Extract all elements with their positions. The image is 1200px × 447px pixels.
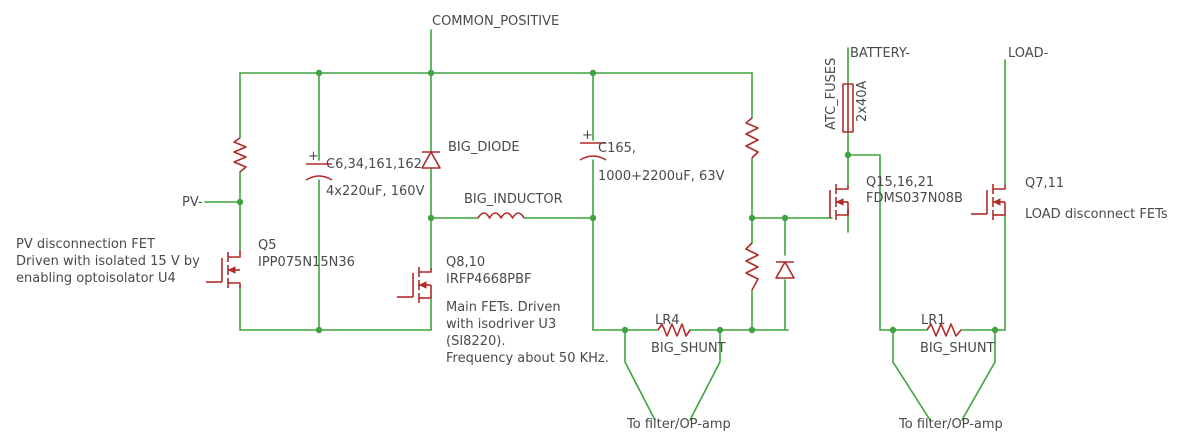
junction-dot (236, 198, 244, 206)
junction-dot (315, 69, 323, 77)
c165-ref: C165, (598, 141, 636, 156)
c165-value: 1000+2200uF, 63V (598, 169, 725, 184)
junction-dot (427, 69, 435, 77)
q5-ref: Q5 (258, 238, 277, 253)
lr1-ref: LR1 (921, 313, 946, 328)
fuses-ref: ATC_FUSES (824, 58, 839, 130)
lr4-ref: LR4 (655, 313, 680, 328)
q7-value: LOAD disconnect FETs (1025, 207, 1168, 222)
diode-right (775, 261, 795, 279)
main-fets-note-line1: Main FETs. Driven (446, 300, 561, 315)
svg-text:+: + (308, 149, 319, 164)
q15-ref: Q15,16,21 (866, 175, 934, 190)
junction-dot (621, 326, 629, 334)
big-inductor-ref: BIG_INDUCTOR (464, 192, 563, 207)
pv-fet-note-line3: enabling optoisolator U4 (16, 271, 176, 286)
q7-ref: Q7,11 (1025, 176, 1064, 191)
mosfet-q15 (829, 184, 849, 220)
resistor-pv (233, 137, 247, 173)
c6-ref: C6,34,161,162 (326, 157, 422, 172)
junction-dot (427, 214, 435, 222)
junction-dot (748, 326, 756, 334)
mosfet-q7 (971, 184, 1006, 220)
main-fets-note-line2: with isodriver U3 (446, 317, 556, 332)
capacitor-c6: + (305, 149, 333, 181)
net-battery-minus: BATTERY- (850, 46, 910, 61)
c6-value: 4x220uF, 160V (326, 184, 425, 199)
resistor-right-top (745, 117, 759, 159)
q15-value: FDMS037N08B (866, 191, 963, 206)
junction-dot (589, 214, 597, 222)
shunt-lr1 (926, 323, 962, 337)
wires (204, 29, 1006, 421)
q8-value: IRFP4668PBF (446, 272, 532, 287)
filter-left-label: To filter/OP-amp (626, 417, 731, 432)
net-pv-minus: PV- (182, 195, 203, 210)
fuses-value: 2x40A (855, 80, 870, 122)
net-common-positive: COMMON_POSITIVE (432, 14, 559, 29)
main-fets-note-line3: (SI8220). (446, 334, 505, 349)
q8-ref: Q8,10 (446, 255, 485, 270)
shunt-lr4 (657, 323, 691, 337)
q5-value: IPP075N15N36 (258, 255, 355, 270)
resistor-right-bottom (745, 242, 759, 291)
junctions (236, 69, 999, 334)
junction-dot (844, 151, 852, 159)
junction-dot (748, 214, 756, 222)
inductor-big (477, 212, 525, 219)
svg-text:+: + (582, 128, 593, 143)
junction-dot (991, 326, 999, 334)
junction-dot (589, 69, 597, 77)
junction-dot (889, 326, 897, 334)
mosfet-q8 (397, 267, 432, 303)
net-load-minus: LOAD- (1008, 46, 1049, 61)
junction-dot (781, 214, 789, 222)
filter-right-label: To filter/OP-amp (898, 417, 1003, 432)
junction-dot (315, 326, 323, 334)
capacitor-c165: + (579, 128, 607, 161)
main-fets-note-line4: Frequency about 50 KHz. (446, 351, 609, 366)
junction-dot (716, 326, 724, 334)
fuse-atc (842, 83, 854, 133)
lr4-value: BIG_SHUNT (651, 341, 726, 356)
pv-fet-note-line1: PV disconnection FET (16, 237, 155, 252)
lr1-value: BIG_SHUNT (920, 341, 995, 356)
diode-big (421, 151, 441, 169)
pv-fet-note-line2: Driven with isolated 15 V by (16, 254, 200, 269)
mosfet-q5 (206, 250, 241, 288)
big-diode-ref: BIG_DIODE (448, 140, 520, 155)
